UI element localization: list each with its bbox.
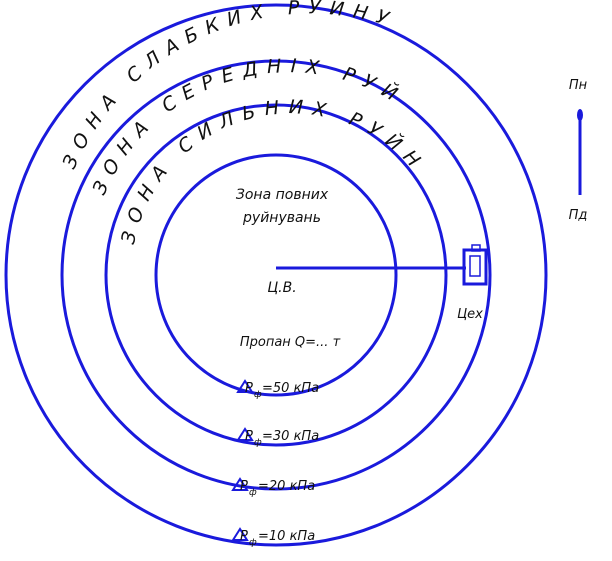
pressure-value: =10 кПа: [258, 529, 315, 544]
ring-medium: [60, 59, 492, 491]
north-label: Пн: [569, 78, 588, 93]
ring-strong: [104, 103, 448, 447]
north-arrow-icon: [577, 109, 583, 121]
full-zone-label-line2: руйнувань: [242, 210, 321, 226]
pressure-subscript: ф: [249, 488, 257, 498]
pressure-symbol: P: [245, 429, 253, 444]
south-label: Пд: [569, 208, 588, 223]
pressure-symbol: P: [245, 381, 253, 396]
pressure-value: =50 кПа: [262, 381, 319, 396]
delta-icon: [231, 477, 249, 491]
workshop-icon: [462, 244, 488, 286]
pressure-label-20: P ф =20 кПа: [231, 477, 315, 498]
pressure-symbol: P: [240, 529, 248, 544]
pressure-subscript: ф: [254, 390, 262, 400]
delta-icon: [236, 379, 254, 393]
pressure-label-10: P ф =10 кПа: [231, 527, 315, 548]
pressure-subscript: ф: [254, 438, 262, 448]
epicenter-label: Ц.В.: [267, 280, 296, 296]
pressure-label-30: P ф =30 кПа: [236, 427, 319, 448]
delta-icon: [236, 427, 254, 441]
pressure-symbol: P: [240, 479, 248, 494]
full-zone-label-line1: Зона повних: [236, 187, 329, 203]
pressure-label-50: P ф =50 кПа: [236, 379, 319, 400]
ring-weak: [4, 3, 548, 547]
pressure-value: =30 кПа: [262, 429, 319, 444]
workshop-label: Цех: [457, 307, 483, 322]
ring-full: [154, 153, 398, 397]
pressure-value: =20 кПа: [258, 479, 315, 494]
delta-icon: [231, 527, 249, 541]
pressure-subscript: ф: [249, 538, 257, 548]
propane-label: Пропан Q=... т: [240, 335, 341, 350]
